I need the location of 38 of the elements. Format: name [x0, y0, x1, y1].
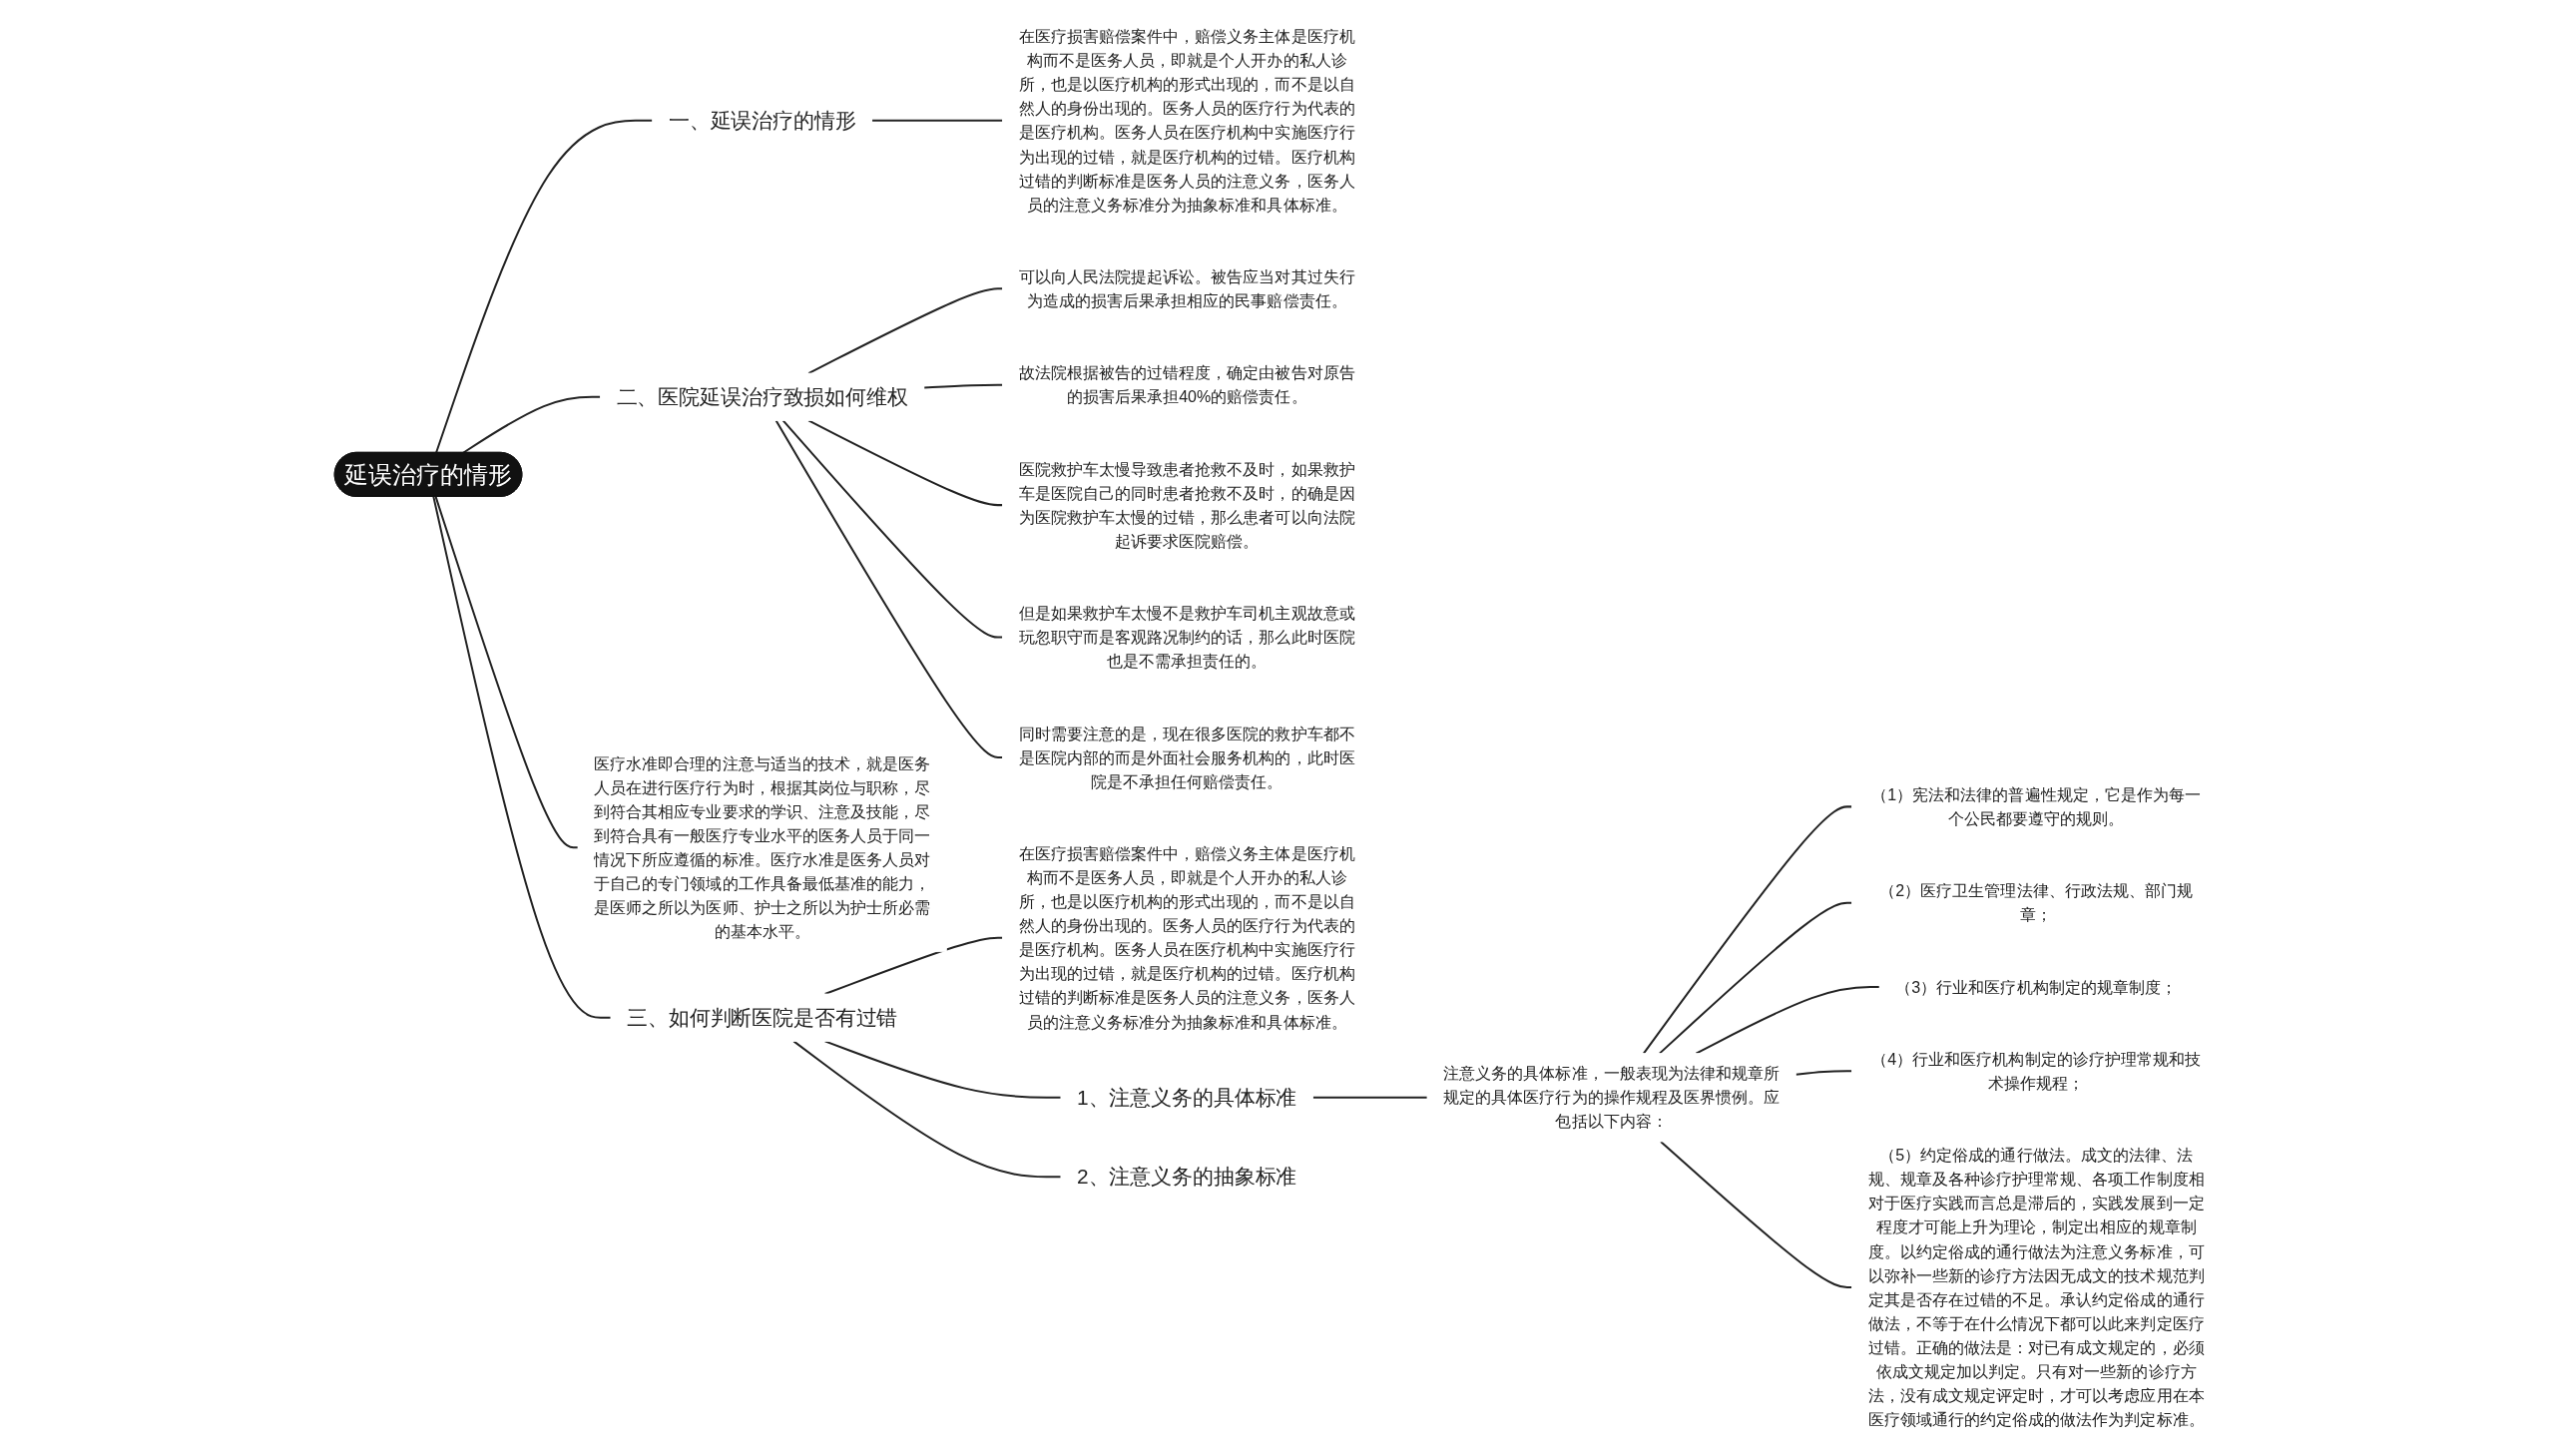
connector [1643, 805, 1852, 1055]
node-text: 医疗水准即合理的注意与适当的技术，就是医务人员在进行医疗行为时，根据其岗位与职称，尽到符合其相应专业要求的学识、注意及技能，尽到符合具有一般医疗专业水平的医务人员于同一情况下所应遵循的标准。医疗水准是医务人员对于自己的专门领域的工作具备最低基准的能力，是医师之所以为医师、护士之所以为护士所必需的基本水平。 [594, 754, 931, 941]
connector [807, 419, 1003, 507]
node-text: （2）医疗卫生管理法律、行政法规、部门规章； [1879, 881, 2194, 924]
node-text: 但是如果救护车太慢不是救护车司机主观故意或玩忽职守而是客观路况制约的话，那么此时医院也是不需承担责任的。 [1018, 604, 1355, 671]
node-text: 在医疗损害赔偿案件中，赔偿义务主体是医疗机构而不是医务人员，即就是个人开办的私人诊所，也是以医疗机构的形式出现的，而不是以自然人的身份出现的。医务人员的医疗行为代表的是医疗机构。医务人员在医疗机构中实施医疗行为出现的过错，就是医疗机构的过错。医疗机构过错的判断标准是医务人员的注意义务，医务人员的注意义务标准分为抽象标准和具体标准。 [1018, 27, 1355, 214]
connector [434, 496, 579, 849]
connector [1660, 1141, 1852, 1289]
node-text: （1）宪法和法律的普遍性规定，它是作为每一个公民都要遵守的规则。 [1871, 785, 2202, 828]
node-text: （5）约定俗成的通行做法。成文的法律、法规、规章及各种诊疗护理常规、各项工作制度相对于医疗实践而言总是滞后的，实践发展到一定程度才可能上升为理论，制定出相应的规章制度。以约定俗成的通行做法为注意义务标准，可以弥补一些新的诊疗方法因无成文的技术规范判定其是否存在过错的不足。承认约定俗成的通行做法，不等于在什么情况下都可以此来判定医疗过错。正确的做法是：对已有成文规定的，必须依成文规定加以判定。只有对一些新的诊疗方法，没有成文规定评定时，才可以考虑应用在本医疗领域通行的约定俗成的做法作为判定标准。 [1867, 1146, 2205, 1429]
node-text: 同时需要注意的是，现在很多医院的救护车都不是医院内部的而是外面社会服务机构的，此时医院是不承担任何赔偿责任。 [1018, 725, 1355, 790]
node-text: （4）行业和医疗机构制定的诊疗护理常规和技术操作规程； [1871, 1050, 2202, 1093]
connector [1795, 1070, 1852, 1076]
node-text: 故法院根据被告的过错程度，确定由被告对原告的损害后果承担40%的赔偿责任。 [1018, 363, 1355, 406]
connector [462, 395, 601, 454]
connector [432, 496, 611, 1019]
node-text: 1、注意义务的具体标准 [1077, 1085, 1297, 1110]
node-text: 医院救护车太慢导致患者抢救不及时，如果救护车是医院自己的同时患者抢救不及时，的确是因为医院救护车太慢的过错，那么患者可以向法院起诉要求医院赔偿。 [1018, 460, 1355, 551]
connector [807, 287, 1003, 374]
connector [871, 119, 1003, 122]
node-text: （3）行业和医疗机构制定的规章制度； [1895, 978, 2178, 996]
node-text: 二、医院延误治疗致损如何维权 [616, 384, 908, 409]
node-text: 一、延误治疗的情形 [668, 108, 856, 133]
connector [1659, 901, 1852, 1055]
node-text: 2、注意义务的抽象标准 [1077, 1164, 1297, 1189]
node-text: 可以向人民法院提起诉讼。被告应当对其过失行为造成的损害后果承担相应的民事赔偿责任。 [1018, 267, 1355, 310]
connector [824, 936, 1003, 995]
connector [1312, 1096, 1427, 1099]
connector [435, 119, 653, 454]
connector [792, 1040, 1061, 1179]
node-text: 在医疗损害赔偿案件中，赔偿义务主体是医疗机构而不是医务人员，即就是个人开办的私人诊所，也是以医疗机构的形式出现的，而不是以自然人的身份出现的。医务人员的医疗行为代表的是医疗机构。医务人员在医疗机构中实施医疗行为出现的过错，就是医疗机构的过错。医疗机构过错的判断标准是医务人员的注意义务，医务人员的注意义务标准分为抽象标准和具体标准。 [1018, 844, 1355, 1031]
node-text: 注意义务的具体标准，一般表现为法律和规章所规定的具体医疗行为的操作规程及医界惯例。应包括以下内容： [1443, 1064, 1781, 1131]
connector [923, 383, 1003, 389]
connector [824, 1040, 1061, 1099]
connector [1695, 986, 1880, 1055]
node-text: 三、如何判断医院是否有过错 [627, 1005, 898, 1030]
connector [774, 419, 1003, 758]
connector [781, 419, 1003, 639]
